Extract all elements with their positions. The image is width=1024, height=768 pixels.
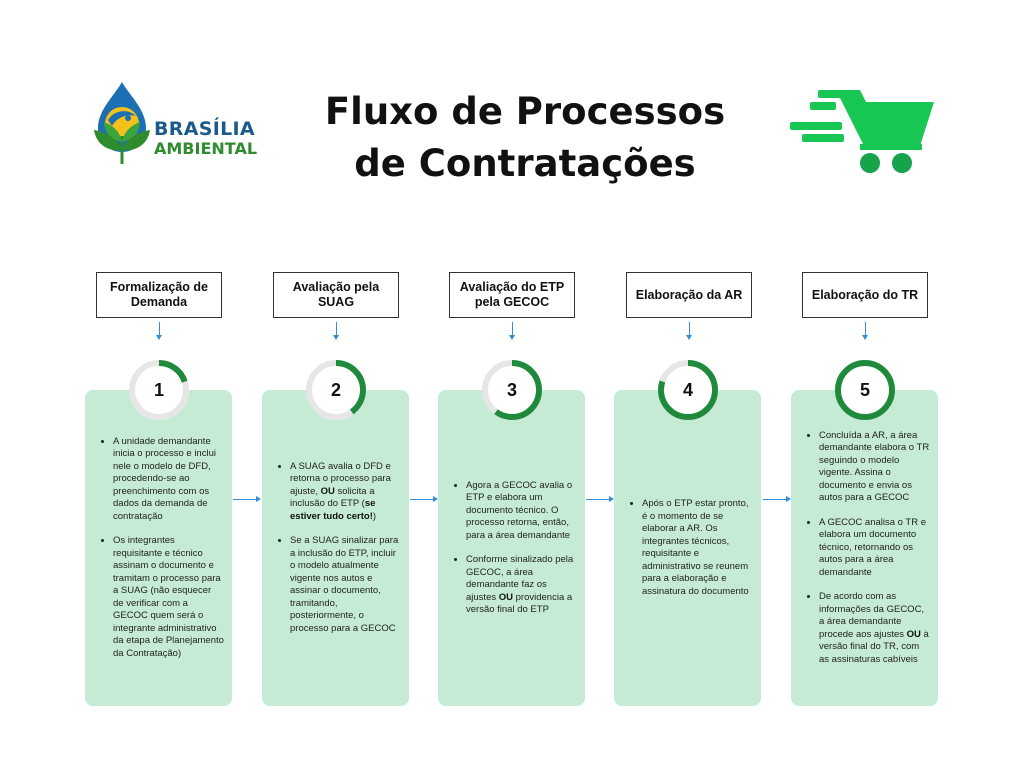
step-1-bullets: A unidade demandante inicia o processo e… <box>95 436 224 661</box>
bullet-text: Concluída a AR, a área demandante elabor… <box>819 429 930 504</box>
bullet-text: Conforme sinalizado pela GECOC, a área d… <box>466 554 574 603</box>
step-5-number: 5 <box>859 379 870 400</box>
step-4-card: Após o ETP estar pronto, é o momento de … <box>614 390 761 706</box>
emphasis-text: OU <box>320 485 335 497</box>
step-4-header: Elaboração da AR <box>626 272 752 318</box>
bullet-text: A unidade demandante inicia o processo e… <box>113 435 216 522</box>
step-1-card: A unidade demandante inicia o processo e… <box>85 390 232 706</box>
step-1-bullet: Os integrantes requisitante e técnico as… <box>113 535 224 660</box>
step-1-progress-ring: 1 <box>127 358 191 422</box>
step-4-bullet: Após o ETP estar pronto, é o momento de … <box>642 498 753 598</box>
step-2-down-arrow <box>333 322 339 340</box>
step-1-down-arrow <box>156 322 162 340</box>
step-5-bullets: Concluída a AR, a área demandante elabor… <box>801 430 930 667</box>
step-2-number: 2 <box>330 379 341 400</box>
step-5-bullet: Concluída a AR, a área demandante elabor… <box>819 430 930 505</box>
step-2-card: A SUAG avalia o DFD e retorna o processo… <box>262 390 409 706</box>
step-2-bullet: A SUAG avalia o DFD e retorna o processo… <box>290 461 401 524</box>
flow-arrow-2-3 <box>410 496 438 502</box>
bullet-text: Se a SUAG sinalizar para a inclusão do E… <box>290 535 399 634</box>
step-5-down-arrow <box>862 322 868 340</box>
progress-arc <box>306 360 366 420</box>
step-4-bullets: Após o ETP estar pronto, é o momento de … <box>624 498 753 598</box>
emphasis-text: OU <box>498 591 513 603</box>
step-4-down-arrow <box>686 322 692 340</box>
step-3-bullet: Agora a GECOC avalia o ETP e elabora um … <box>466 480 577 543</box>
emphasis-text: se estiver tudo certo! <box>290 498 376 522</box>
logo-text-line2: AMBIENTAL <box>154 139 258 158</box>
brasilia-ambiental-logo: BRASÍLIA AMBIENTAL <box>88 80 268 170</box>
progress-arc <box>129 360 189 420</box>
progress-arc <box>482 360 542 420</box>
step-2-header: Avaliação pela SUAG <box>273 272 399 318</box>
step-3-bullet: Conforme sinalizado pela GECOC, a área d… <box>466 554 577 617</box>
progress-arc <box>658 360 718 420</box>
bullet-text: ) <box>372 510 377 522</box>
bullet-text: A GECOC analisa o TR e elabora um docume… <box>819 516 927 578</box>
page-title: Fluxo de Processos de Contratações <box>300 86 750 190</box>
bullet-text: Após o ETP estar pronto, é o momento de … <box>642 498 749 597</box>
step-2-bullet: Se a SUAG sinalizar para a inclusão do E… <box>290 535 401 635</box>
page-title-line1: Fluxo de Processos <box>324 90 726 133</box>
bullet-text: A SUAG avalia o DFD e retorna o processo… <box>290 460 391 497</box>
bullet-text: solicita a inclusão do ETP ( <box>290 485 375 510</box>
bullet-text: Agora a GECOC avalia o ETP e elabora um … <box>466 479 573 541</box>
step-2-bullets: A SUAG avalia o DFD e retorna o processo… <box>272 461 401 636</box>
bullet-text: Os integrantes requisitante e técnico as… <box>113 535 224 659</box>
bullet-text: à versão final do TR, com as assinaturas… <box>819 628 929 665</box>
progress-arc <box>835 360 895 420</box>
shopping-cart-icon <box>788 88 938 183</box>
step-5-bullet: A GECOC analisa o TR e elabora um docume… <box>819 517 930 580</box>
step-3-number: 3 <box>506 379 517 400</box>
step-4-progress-ring: 4 <box>656 358 720 422</box>
step-5-bullet: De acordo com as informações da GECOC, a… <box>819 591 930 666</box>
step-3-card: Agora a GECOC avalia o ETP e elabora um … <box>438 390 585 706</box>
step-4-number: 4 <box>682 379 693 400</box>
flow-arrow-4-5 <box>763 496 791 502</box>
step-5-card: Concluída a AR, a área demandante elabor… <box>791 390 938 706</box>
flow-arrow-1-2 <box>233 496 261 502</box>
bullet-text: providencia a versão final do ETP <box>466 591 573 616</box>
step-5-progress-ring: 5 <box>833 358 897 422</box>
step-1-number: 1 <box>153 379 164 400</box>
step-3-down-arrow <box>509 322 515 340</box>
logo-text-line1: BRASÍLIA <box>154 118 255 140</box>
step-1-header: Formalização de Demanda <box>96 272 222 318</box>
step-3-bullets: Agora a GECOC avalia o ETP e elabora um … <box>448 480 577 617</box>
flow-arrow-3-4 <box>586 496 614 502</box>
step-5-header: Elaboração do TR <box>802 272 928 318</box>
water-drop-leaf-icon <box>94 82 150 164</box>
bullet-text: De acordo com as informações da GECOC, a… <box>819 591 925 640</box>
step-3-progress-ring: 3 <box>480 358 544 422</box>
emphasis-text: OU <box>906 628 921 640</box>
step-1-bullet: A unidade demandante inicia o processo e… <box>113 436 224 524</box>
step-2-progress-ring: 2 <box>304 358 368 422</box>
step-3-header: Avaliação do ETP pela GECOC <box>449 272 575 318</box>
page-title-line2: de Contratações <box>354 142 696 185</box>
